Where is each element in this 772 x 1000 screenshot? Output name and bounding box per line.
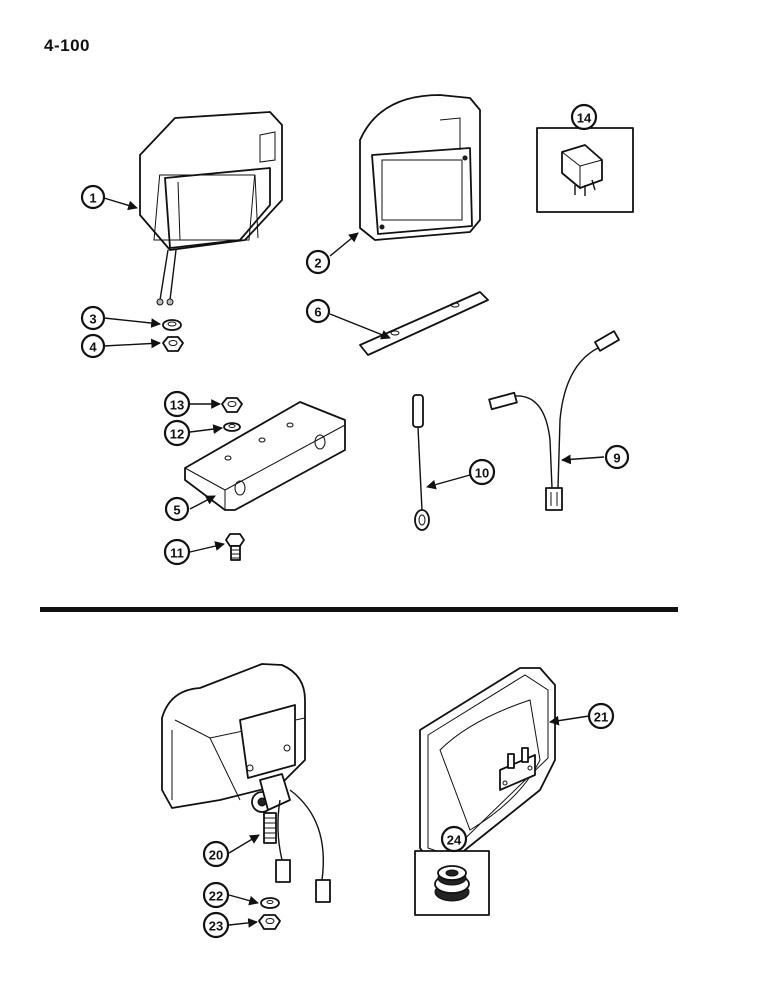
callout-11: 11 <box>163 538 191 566</box>
svg-text:23: 23 <box>209 919 223 934</box>
svg-text:10: 10 <box>475 466 489 481</box>
relay-14 <box>536 127 634 213</box>
section-divider <box>40 607 678 612</box>
callout-24: 24 <box>440 825 468 853</box>
svg-text:1: 1 <box>89 191 96 206</box>
callout-5: 5 <box>164 496 190 522</box>
callout-6: 6 <box>305 298 331 324</box>
ground-wire-10 <box>412 394 430 531</box>
work-lamp-21 <box>419 667 556 863</box>
svg-text:24: 24 <box>447 833 462 848</box>
callout-23: 23 <box>202 911 230 939</box>
lock-washer-3 <box>162 319 182 331</box>
callout-4: 4 <box>80 333 106 359</box>
svg-text:3: 3 <box>89 312 96 327</box>
callout-12: 12 <box>163 419 191 447</box>
callout-20: 20 <box>202 840 230 868</box>
svg-text:6: 6 <box>314 305 321 320</box>
angle-bracket-5 <box>184 401 346 511</box>
callout-1: 1 <box>80 184 106 210</box>
callout-10: 10 <box>468 458 496 486</box>
flat-bracket-6 <box>359 291 489 356</box>
callout-22: 22 <box>202 881 230 909</box>
callout-9: 9 <box>604 444 630 470</box>
grommet-24 <box>414 850 490 916</box>
nut-4 <box>162 336 184 352</box>
page-number: 4-100 <box>44 36 90 55</box>
svg-text:2: 2 <box>314 256 321 271</box>
svg-text:5: 5 <box>173 503 180 518</box>
washer-22 <box>260 897 280 909</box>
leader-lines <box>103 128 605 928</box>
nut-23 <box>258 914 281 930</box>
svg-text:21: 21 <box>594 710 608 725</box>
work-lamp-2 <box>359 94 481 241</box>
y-harness-9 <box>488 330 620 511</box>
svg-text:20: 20 <box>209 848 223 863</box>
bolt-11 <box>225 533 245 561</box>
washer-12 <box>223 422 241 432</box>
svg-text:11: 11 <box>170 546 184 561</box>
svg-text:12: 12 <box>170 427 184 442</box>
callout-13: 13 <box>163 390 191 418</box>
callout-21: 21 <box>587 702 615 730</box>
nut-13 <box>221 397 243 413</box>
callout-14: 14 <box>570 103 598 131</box>
svg-text:4: 4 <box>89 340 97 355</box>
svg-text:13: 13 <box>170 398 184 413</box>
svg-text:22: 22 <box>209 889 223 904</box>
work-lamp-1 <box>139 111 283 306</box>
svg-text:14: 14 <box>577 111 592 126</box>
work-lamp-20 <box>161 663 331 903</box>
callout-3: 3 <box>80 305 106 331</box>
svg-text:9: 9 <box>613 451 620 466</box>
callout-2: 2 <box>305 249 331 275</box>
